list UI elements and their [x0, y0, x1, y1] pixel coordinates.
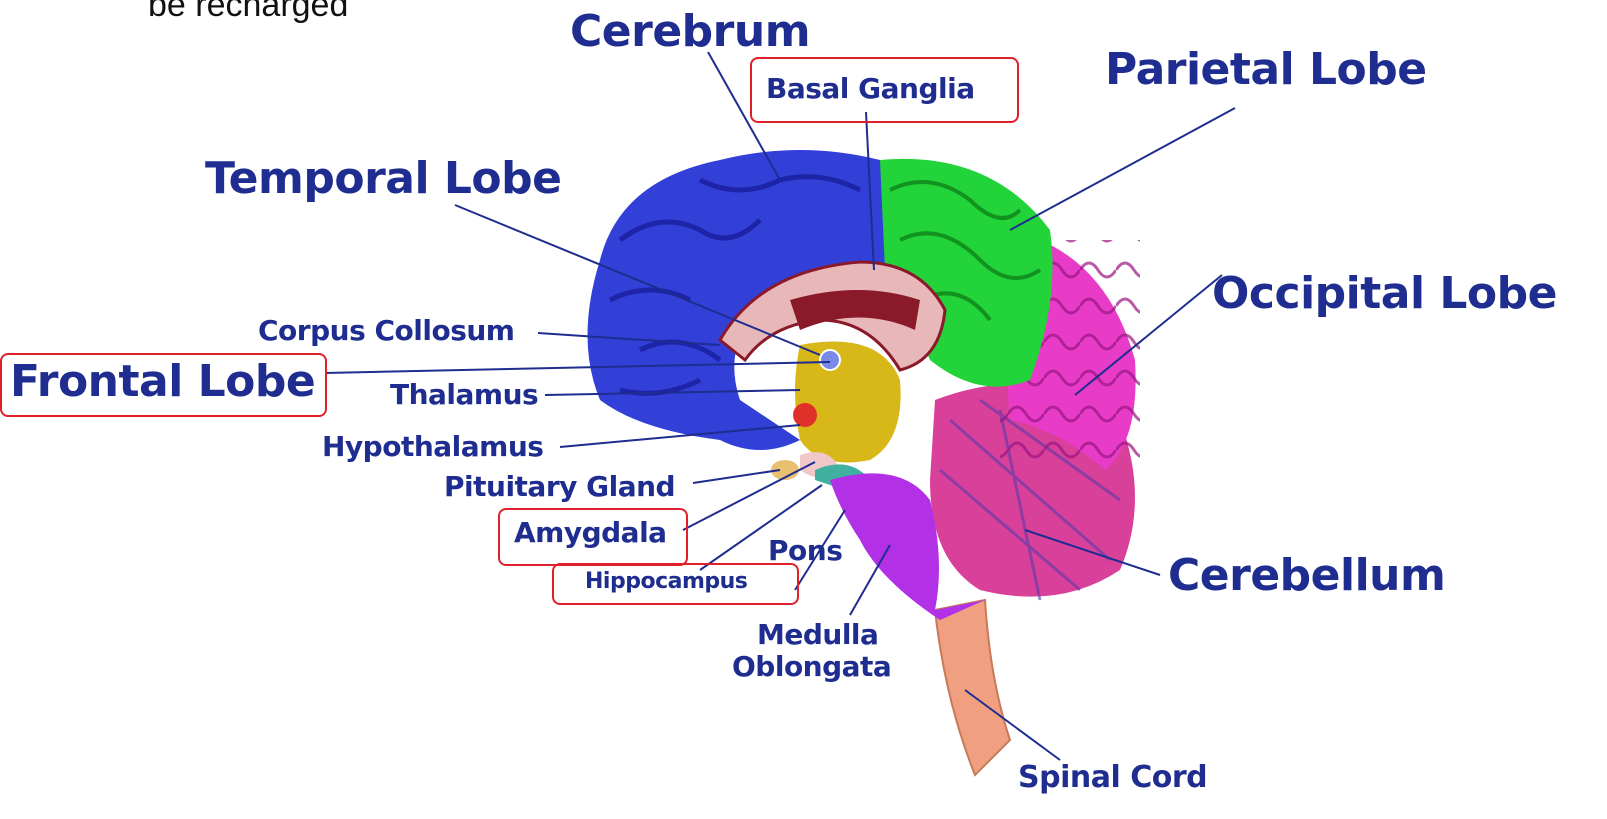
cerebrum-label: Cerebrum — [570, 6, 810, 57]
amygdala-label: Amygdala — [514, 516, 667, 549]
medulla-label-line1: Medulla — [757, 618, 878, 651]
thalamus-shape — [795, 342, 901, 463]
hypothalamus-label: Hypothalamus — [322, 430, 543, 463]
caption-text: be recharged — [148, 0, 348, 25]
spinal-cord-shape — [935, 600, 1010, 775]
thalamus-label: Thalamus — [390, 378, 538, 411]
pons-label: Pons — [768, 534, 842, 567]
pituitary-gland-label: Pituitary Gland — [444, 470, 675, 503]
parietal-lobe-label: Parietal Lobe — [1105, 44, 1427, 95]
basal-ganglia-label: Basal Ganglia — [766, 72, 975, 105]
occipital-lobe-label: Occipital Lobe — [1212, 268, 1557, 319]
temporal-lobe-label: Temporal Lobe — [205, 153, 561, 204]
hippocampus-label: Hippocampus — [585, 569, 747, 594]
cerebellum-label: Cerebellum — [1168, 550, 1445, 601]
medulla-label-line2: Oblongata — [732, 650, 891, 683]
frontal-lobe-label: Frontal Lobe — [10, 356, 315, 407]
spinal-cord-label: Spinal Cord — [1018, 760, 1207, 795]
corpus-collosum-label: Corpus Collosum — [258, 314, 514, 347]
